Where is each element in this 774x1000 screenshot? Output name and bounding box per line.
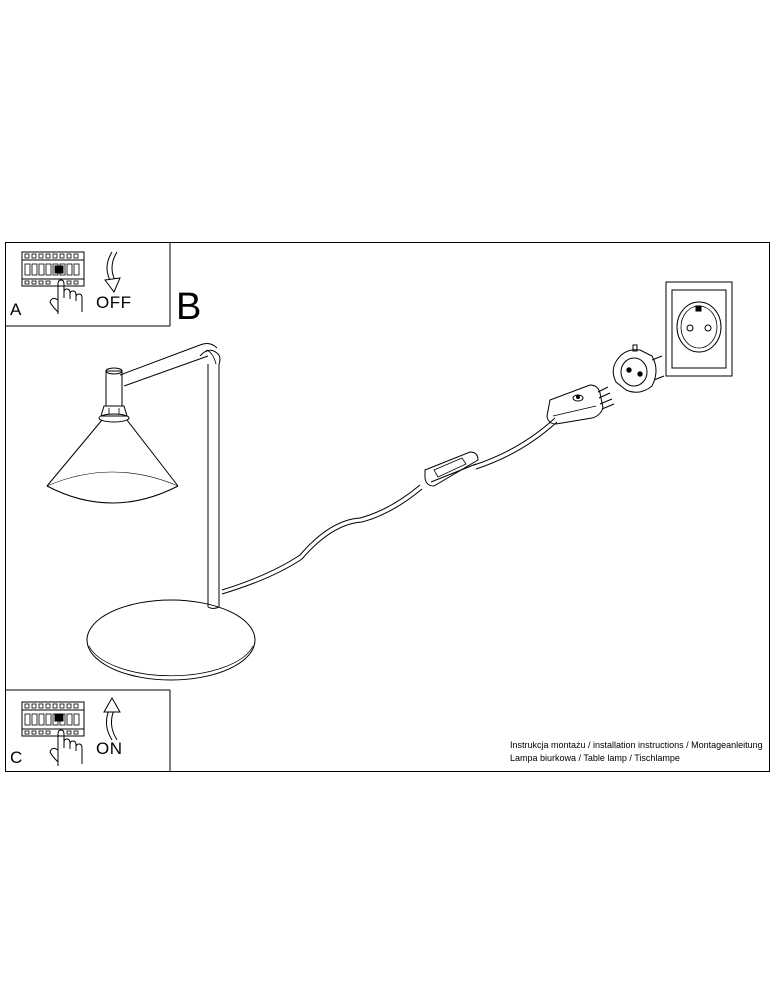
step-letter-c: C <box>10 748 23 767</box>
off-label: OFF <box>96 293 132 312</box>
breaker-panel-off-icon <box>21 251 85 287</box>
breaker-panel-on-icon <box>21 701 85 737</box>
power-cable <box>221 417 558 595</box>
power-plug-icon <box>546 384 615 425</box>
plug-adapter-icon <box>612 344 665 393</box>
panel-off-box <box>5 242 171 327</box>
caption-line-1: Instrukcja montażu / installation instru… <box>510 740 763 750</box>
lamp-shade <box>46 419 179 504</box>
panel-on-box <box>5 689 171 772</box>
arrow-up-icon <box>103 696 121 741</box>
lamp-stand-pole <box>119 343 221 609</box>
hand-panel-on-icon <box>49 729 83 766</box>
hand-panel-off-icon <box>49 279 83 314</box>
step-letter-a: A <box>10 300 22 319</box>
arrow-down-icon <box>104 251 121 293</box>
caption-line-2: Lampa biurkowa / Table lamp / Tischlampe <box>510 753 680 763</box>
caption: Instrukcja montażu / installation instru… <box>510 739 763 765</box>
lamp-socket <box>98 367 130 423</box>
wall-socket-icon <box>665 281 733 377</box>
on-label: ON <box>96 739 123 758</box>
lamp-base <box>86 599 256 681</box>
step-letter-b: B <box>176 286 202 328</box>
inline-switch-icon <box>424 451 479 487</box>
diagram-frame <box>5 242 770 772</box>
